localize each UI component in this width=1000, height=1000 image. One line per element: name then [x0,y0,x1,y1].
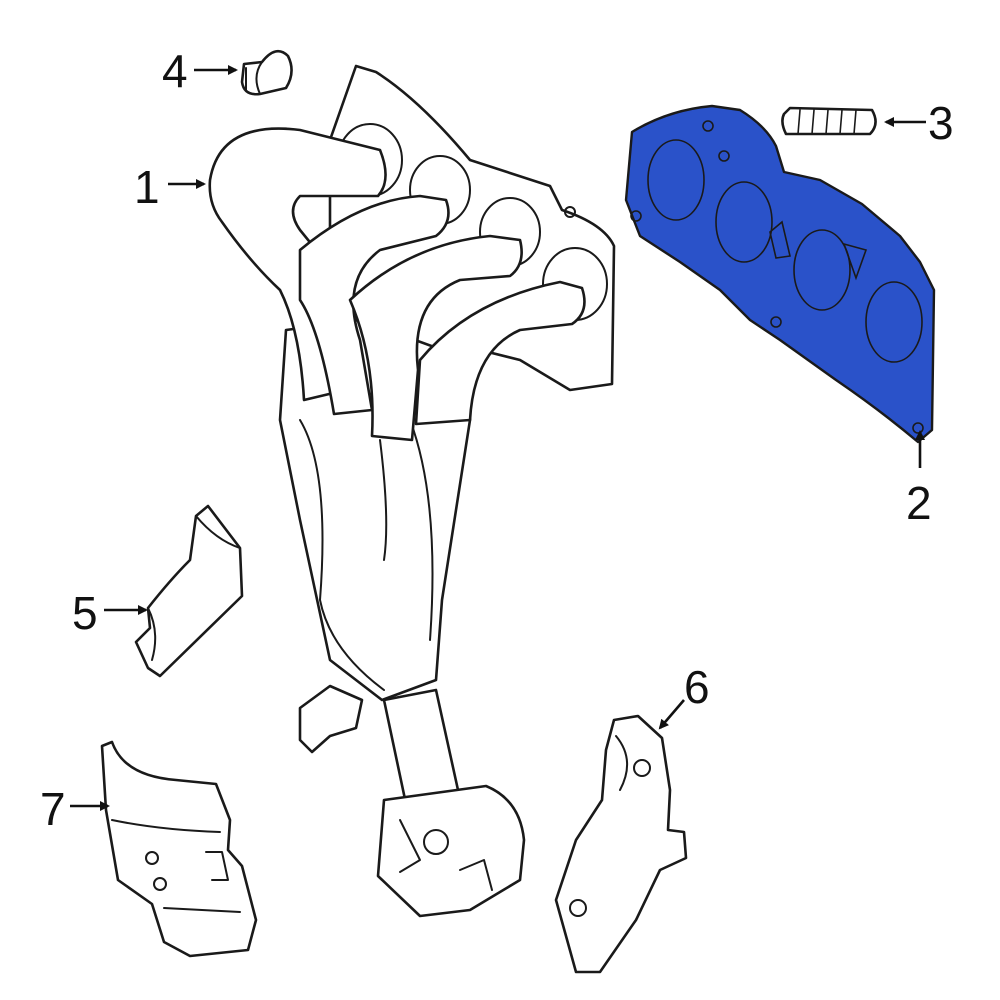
callout-1: 1 [134,161,160,213]
gasket-shape [624,104,936,444]
part-4-nut[interactable] [240,49,293,96]
callout-3: 3 [928,97,954,149]
part-5-heat-shield[interactable] [134,504,244,678]
part-3-stud[interactable] [781,106,877,136]
callout-arrows [70,65,926,811]
callout-2: 2 [906,477,932,529]
part-7-heat-shield[interactable] [100,740,258,958]
callout-4: 4 [162,45,188,97]
part-6-bracket[interactable] [554,714,688,974]
part-2-gasket[interactable] [624,104,936,444]
part-1-exhaust-manifold[interactable] [208,64,616,918]
callout-5: 5 [72,587,98,639]
callout-7: 7 [40,783,66,835]
callout-6: 6 [684,661,710,713]
